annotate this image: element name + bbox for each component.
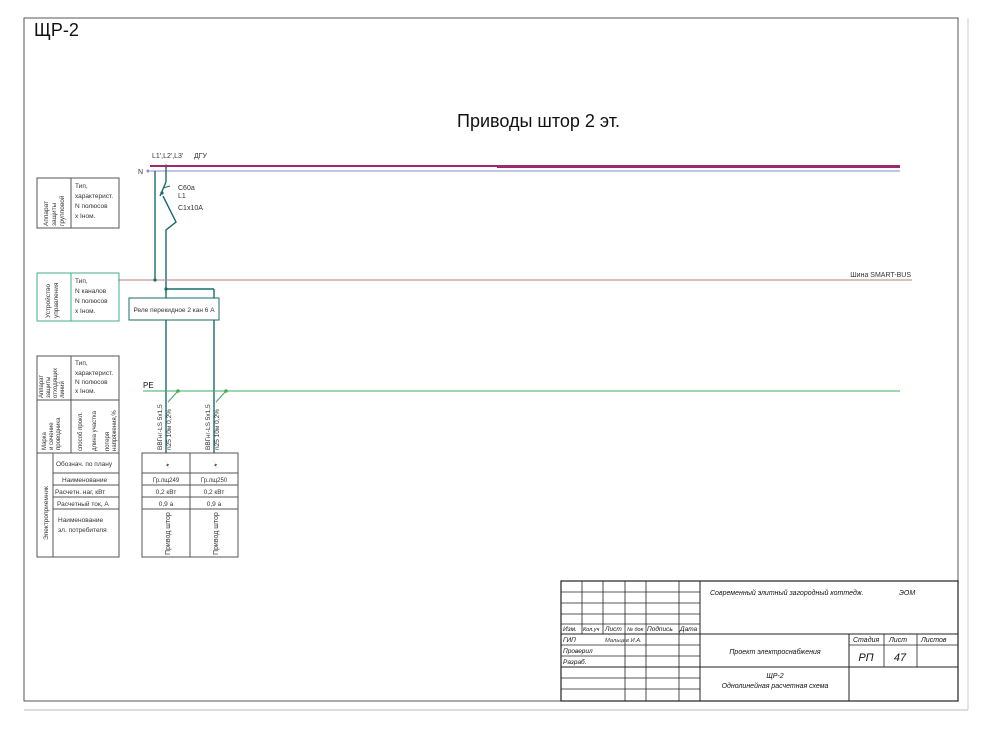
- tb-sheet-label: Лист: [888, 637, 907, 644]
- side-consumer-power: Расчетн. наг, кВт: [55, 489, 105, 496]
- feed-label: ДГУ: [194, 153, 208, 160]
- side-cable-length: длина участка: [92, 410, 98, 451]
- group-2-cable-detail: n25 10м 0,2%: [214, 409, 221, 450]
- title-block-frame: [560, 580, 959, 702]
- tb-name-gip: Мальцев И.А.: [605, 638, 642, 644]
- tb-header-date: Дата: [679, 626, 698, 633]
- side-row-group-protection: [36, 177, 120, 229]
- sheet-title: Приводы штор 2 эт.: [457, 111, 620, 131]
- breaker-out: [162, 195, 177, 298]
- smartbus-node-1: [153, 278, 157, 282]
- side-consumer-name-label: Наименование эл. потребителя: [58, 517, 107, 534]
- tb-stage: РП: [858, 652, 873, 664]
- tb-section: ЭОМ: [899, 590, 915, 597]
- tb-sheet: 47: [894, 652, 907, 664]
- side-row-control-device: [36, 272, 120, 322]
- side-cable-method: способ прокл.: [78, 412, 84, 451]
- relay-box: [128, 297, 220, 321]
- side-row-consumers: [36, 452, 120, 558]
- group-1-power: 0,2 кВт: [156, 489, 177, 496]
- tb-header-count: Кол.уч: [583, 627, 600, 633]
- side-title-cable: Марка и сечение проводника: [42, 417, 62, 450]
- tb-role-developed: Разраб.: [563, 658, 587, 666]
- group-1-cable-detail: n25 10м 0,2%: [166, 409, 173, 450]
- pe-label: PE: [143, 381, 154, 390]
- neutral-node: [146, 169, 150, 173]
- group-2-current: 0,9 а: [207, 501, 222, 508]
- tb-subject: Проект электроснабжения: [729, 648, 821, 656]
- tb-doc-code: ЩР-2: [766, 673, 783, 680]
- side-rows-control-device: Тип, N каналов N полюсов х Iном.: [75, 278, 109, 315]
- title-block: Изм. Кол.уч Лист № док Подпись Дата ГИП …: [560, 580, 959, 702]
- group-1-name: Гр.лщ249: [153, 478, 180, 484]
- group-1-cable: ВВГнг-LS 5х1,5: [157, 404, 164, 450]
- tb-role-checked: Проверил: [563, 648, 593, 655]
- side-title-group-protection: Аппарат защиты групповой: [43, 195, 66, 226]
- group-2-cable: ВВГнг-LS 5х1,5: [205, 404, 212, 450]
- group-2-power: 0,2 кВт: [204, 489, 225, 496]
- group-1-current: 0,9 а: [159, 501, 174, 508]
- tb-header-sign: Подпись: [647, 625, 673, 633]
- breaker-line: L1: [178, 193, 186, 200]
- side-title-control-device: Устройство управления: [44, 282, 60, 318]
- relay-label: Реле перекидное 2 кан 6 А: [133, 307, 215, 314]
- breaker-type: C60a: [178, 185, 195, 192]
- side-rows-group-protection: Тип, характерист. N полюсов х Iном.: [75, 183, 115, 220]
- side-title-line-protection: Аппарат защиты отходящих линий: [39, 366, 66, 398]
- tb-project: Современный элитный загородный коттедж.: [710, 589, 864, 597]
- sheet-frame: [23, 17, 959, 702]
- tb-role-gip: ГИП: [563, 637, 576, 644]
- side-rows-line-protection: Тип, характерист. N полюсов х Iном.: [75, 360, 115, 395]
- group-2-consumer: Привод штор: [213, 512, 220, 555]
- neutral-label: N: [138, 169, 143, 176]
- pe-tap-2: [215, 390, 227, 403]
- tb-doc-title: Однолинейная расчетная схема: [722, 682, 829, 690]
- group-2-lightning-icon: [212, 459, 219, 469]
- breaker-pivot: [160, 191, 164, 195]
- tb-stage-label: Стадия: [853, 636, 879, 644]
- side-consumer-current: Расчетный ток, А: [57, 500, 109, 508]
- tb-sheets-label: Листов: [920, 637, 947, 644]
- tb-header-sheet: Лист: [604, 626, 622, 633]
- side-cable-loss: потеря напряжения,%: [105, 410, 118, 451]
- side-consumer-name: Наименование: [62, 477, 107, 484]
- breaker-rating: C1x10A: [178, 205, 203, 212]
- phase-label: L1',L2',L3': [152, 153, 183, 160]
- side-consumer-designation: Обознач. по плану: [56, 460, 113, 468]
- group-2-name: Гр.лщ250: [201, 478, 228, 484]
- sheet-code: ЩР-2: [34, 20, 79, 40]
- breaker-contact-tick: [162, 185, 171, 189]
- group-1-consumer: Привод штор: [165, 512, 172, 555]
- tb-header-doc: № док: [627, 627, 644, 633]
- pe-tap-1: [167, 390, 179, 403]
- tb-header-change: Изм.: [563, 626, 577, 633]
- side-title-consumers: Электроприемник: [43, 486, 50, 540]
- group-1-lightning-icon: [164, 459, 171, 469]
- smartbus-label: Шина SMART-BUS: [850, 272, 911, 279]
